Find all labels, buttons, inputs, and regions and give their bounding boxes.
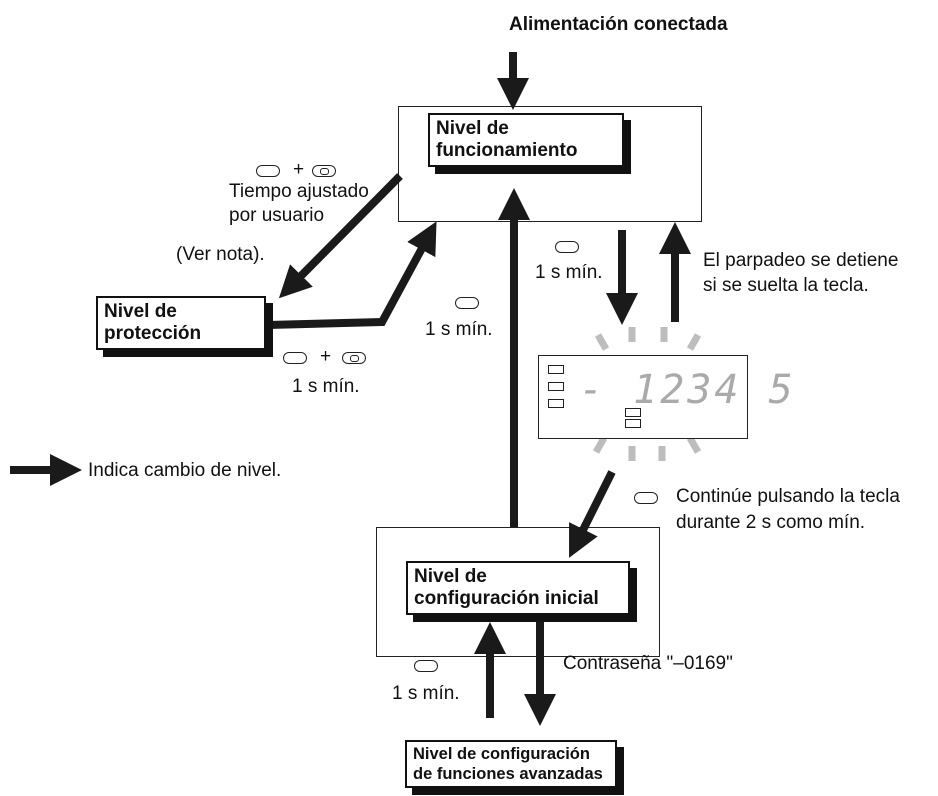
advanced-to-initial-time: 1 s mín. (392, 683, 460, 704)
level-key-icon (455, 297, 479, 309)
hold-note-line2: durante 2 s como mín. (676, 512, 866, 533)
arrow-protection-to-operation (267, 221, 437, 329)
indicator-square-1 (548, 365, 564, 374)
operation-to-display-time: 1 s mín. (535, 262, 603, 283)
level-key-icon (414, 660, 438, 672)
level-key-icon (634, 492, 658, 504)
protection-level-box: Nivel de protección (96, 296, 266, 350)
password-label: Contraseña "–0169" (563, 653, 733, 674)
blink-note-line2: si se suelta la tecla. (703, 275, 869, 296)
level-key-icon (342, 352, 366, 364)
display-value: - 1234 5 (579, 367, 796, 413)
indicator-square-5 (625, 419, 641, 428)
arrow-operation-to-protection (278, 173, 403, 299)
advanced-level-line2: de funciones avanzadas (413, 765, 603, 783)
protection-level-line2: protección (104, 323, 202, 344)
indicator-square-3 (548, 399, 564, 408)
operation-level-line2: funcionamiento (436, 140, 578, 161)
initial-setting-level-box: Nivel de configuración inicial (406, 561, 630, 615)
plus-sign: + (293, 159, 305, 180)
level-key-icon (555, 241, 579, 253)
level-key-icon (312, 165, 336, 177)
hold-note-line1: Continúe pulsando la tecla (676, 486, 900, 507)
indicator-square-2 (548, 382, 564, 391)
user-time-line1: Tiempo ajustado (229, 181, 369, 202)
mode-key-icon (256, 165, 280, 177)
blink-note-line1: El parpadeo se detiene (703, 250, 899, 271)
operation-level-box: Nivel de funcionamiento (428, 113, 624, 167)
legend-label: Indica cambio de nivel. (88, 460, 282, 481)
controller-display: - 1234 5 (538, 355, 793, 439)
user-time-line2: por usuario (229, 205, 325, 226)
initial-to-operation-time: 1 s mín. (425, 319, 493, 340)
protection-to-operation-time: 1 s mín. (292, 376, 360, 397)
plus-sign: + (320, 346, 332, 367)
initial-setting-level-line1: Nivel de (414, 566, 487, 587)
blink-indicators (592, 327, 702, 461)
mode-key-icon (283, 352, 307, 364)
operation-level-line1: Nivel de (436, 118, 509, 139)
advanced-level-line1: Nivel de configuración (413, 745, 590, 763)
protection-level-line1: Nivel de (104, 301, 177, 322)
arrow-display-to-initial (569, 470, 616, 558)
title-power-on: Alimentación conectada (509, 14, 728, 35)
advanced-level-box: Nivel de configuración de funciones avan… (405, 740, 617, 788)
indicator-square-4 (625, 408, 641, 417)
initial-setting-level-line2: configuración inicial (414, 588, 599, 609)
see-note: (Ver nota). (176, 244, 265, 265)
